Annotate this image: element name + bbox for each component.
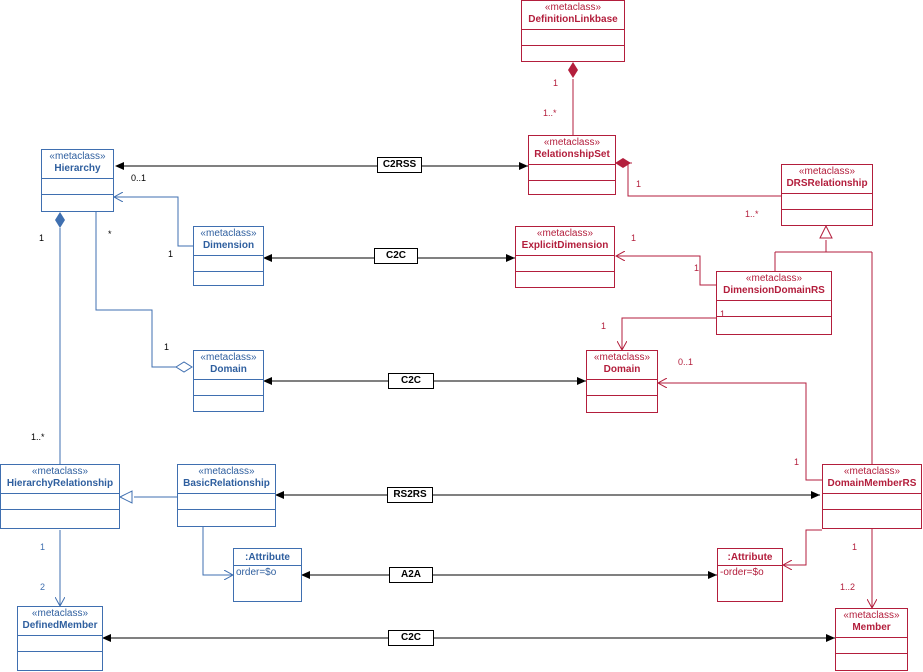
- stereotype-label: «metaclass»: [843, 466, 901, 477]
- assoc-ddrs-explicitdim: [616, 256, 716, 286]
- class-name: ExplicitDimension: [521, 240, 609, 251]
- aggregation-hier-domain: [95, 212, 193, 373]
- class-defined-member[interactable]: «metaclass» DefinedMember: [17, 606, 103, 671]
- class-name: :Attribute: [727, 552, 773, 563]
- class-name: :Attribute: [245, 552, 290, 563]
- stereotype-label: «metaclass»: [200, 352, 257, 363]
- class-attribute-red[interactable]: :Attribute -order=$o: [717, 548, 783, 602]
- assoc-dmrs-attribute: [783, 529, 822, 565]
- multiplicity-label: 0..1: [131, 173, 147, 183]
- multiplicity-label: 1..*: [543, 108, 557, 118]
- class-dimension[interactable]: «metaclass» Dimension: [193, 226, 264, 286]
- multiplicity-label: 0..1: [678, 357, 694, 367]
- class-explicit-dimension[interactable]: «metaclass» ExplicitDimension: [515, 226, 615, 288]
- class-attribute-blue[interactable]: :Attribute order=$o: [233, 548, 302, 602]
- assoc-label-c2c-member: C2C: [388, 630, 434, 646]
- composition-rs-drs: [615, 158, 781, 197]
- multiplicity-label: 1: [39, 233, 45, 243]
- class-relationship-set[interactable]: «metaclass» RelationshipSet: [528, 135, 616, 195]
- class-name: Domain: [603, 364, 641, 375]
- class-name: Dimension: [202, 240, 255, 251]
- class-name: DomainMemberRS: [827, 478, 917, 489]
- multiplicity-label: *: [108, 229, 112, 239]
- multiplicity-label: 1..*: [745, 209, 759, 219]
- class-domain-red[interactable]: «metaclass» Domain: [586, 350, 658, 413]
- attribute-label: order=$o: [236, 567, 277, 578]
- class-name: DimensionDomainRS: [723, 285, 825, 296]
- multiplicity-label: 1: [553, 78, 559, 88]
- stereotype-label: «metaclass»: [49, 151, 106, 162]
- class-member[interactable]: «metaclass» Member: [835, 608, 908, 671]
- class-hierarchy[interactable]: «metaclass» Hierarchy: [41, 149, 114, 212]
- assoc-label-c2rss: C2RSS: [377, 157, 422, 173]
- composition-dl-rs: [568, 62, 578, 135]
- class-name: DRSRelationship: [786, 178, 868, 189]
- composition-hier-hr: [55, 212, 65, 464]
- class-dimension-domain-rs[interactable]: «metaclass» DimensionDomainRS: [716, 271, 832, 335]
- assoc-dimension-hierarchy: [114, 197, 193, 247]
- multiplicity-label: 1: [636, 179, 642, 189]
- class-name: Hierarchy: [54, 163, 101, 174]
- stereotype-label: «metaclass»: [798, 166, 856, 177]
- class-basic-relationship[interactable]: «metaclass» BasicRelationship: [177, 464, 276, 527]
- stereotype-label: «metaclass»: [198, 466, 255, 477]
- multiplicity-label: 1: [164, 342, 170, 352]
- class-name: Member: [852, 622, 891, 633]
- assoc-dmrs-domain: [658, 383, 822, 481]
- class-name: BasicRelationship: [183, 478, 270, 489]
- multiplicity-label: 1: [168, 249, 174, 259]
- class-hierarchy-relationship[interactable]: «metaclass» HierarchyRelationship: [0, 464, 120, 529]
- multiplicity-label: 1: [794, 457, 800, 467]
- class-drs-relationship[interactable]: «metaclass» DRSRelationship: [781, 164, 873, 226]
- assoc-br-attribute: [202, 527, 233, 575]
- multiplicity-label: 1: [601, 321, 607, 331]
- class-definition-linkbase[interactable]: «metaclass» DefinitionLinkbase: [521, 0, 625, 62]
- class-name: DefinedMember: [22, 620, 98, 631]
- stereotype-label: «metaclass»: [843, 610, 900, 621]
- stereotype-label: «metaclass»: [31, 466, 89, 477]
- assoc-label-c2c-domain: C2C: [388, 373, 434, 389]
- multiplicity-label: 2: [40, 582, 46, 592]
- generalization-br-hr: [118, 490, 177, 504]
- class-domain-member-rs[interactable]: «metaclass» DomainMemberRS: [822, 464, 922, 529]
- class-name: Domain: [210, 364, 247, 375]
- stereotype-label: «metaclass»: [593, 352, 651, 363]
- multiplicity-label: 1: [631, 233, 637, 243]
- class-domain-blue[interactable]: «metaclass» Domain: [193, 350, 264, 412]
- stereotype-label: «metaclass»: [200, 228, 257, 239]
- stereotype-label: «metaclass»: [536, 228, 594, 239]
- class-name: HierarchyRelationship: [6, 478, 114, 489]
- multiplicity-label: 1: [720, 309, 726, 319]
- assoc-label-rs2rs: RS2RS: [387, 487, 433, 503]
- multiplicity-label: 1: [852, 542, 858, 552]
- multiplicity-label: 1..*: [31, 432, 45, 442]
- assoc-label-c2c-dimension: C2C: [374, 248, 418, 264]
- stereotype-label: «metaclass»: [31, 608, 89, 619]
- assoc-ddrs-domain: [622, 317, 716, 350]
- stereotype-label: «metaclass»: [745, 273, 803, 284]
- attribute-label: -order=$o: [720, 567, 764, 578]
- multiplicity-label: 1: [40, 542, 46, 552]
- class-name: DefinitionLinkbase: [528, 14, 618, 25]
- multiplicity-label: 1..2: [840, 582, 856, 592]
- stereotype-label: «metaclass»: [544, 2, 602, 13]
- generalization-drs: [774, 224, 873, 464]
- stereotype-label: «metaclass»: [543, 137, 601, 148]
- assoc-label-a2a: A2A: [389, 567, 433, 583]
- multiplicity-label: 1: [694, 263, 700, 273]
- class-name: RelationshipSet: [534, 149, 610, 160]
